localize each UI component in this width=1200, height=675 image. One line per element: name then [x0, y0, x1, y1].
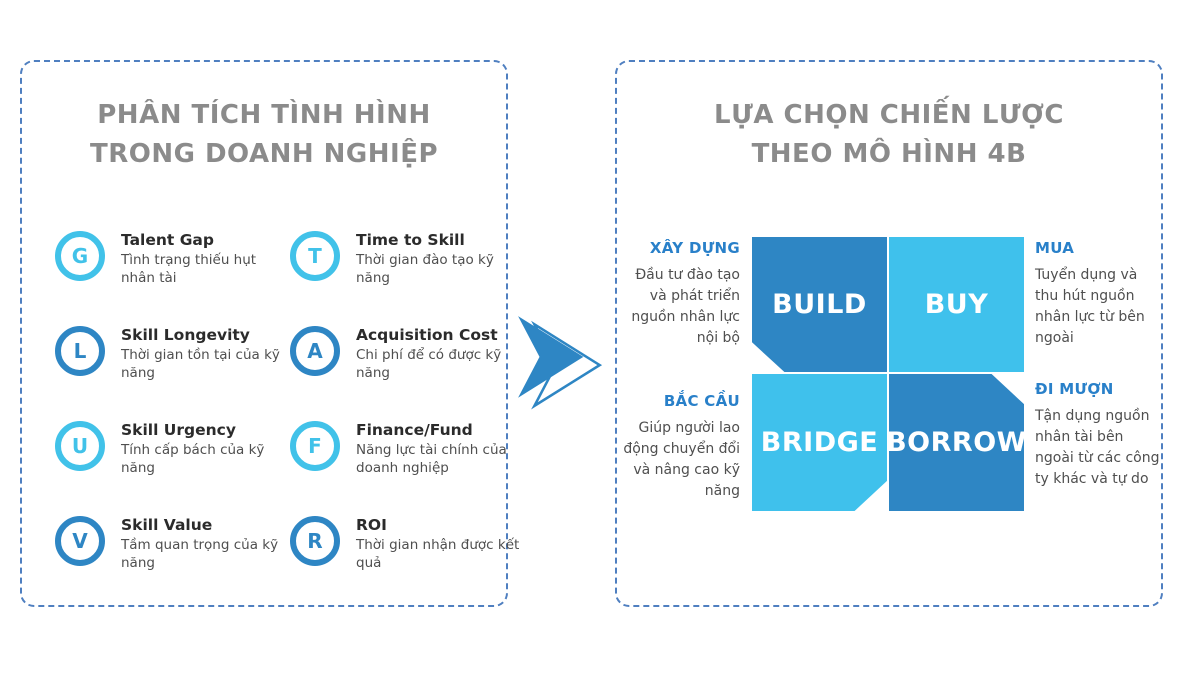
annotation-label: ĐI MƯỢN	[1035, 380, 1114, 398]
letter-badge: R	[290, 516, 340, 566]
legend-item-skill-value: V Skill Value Tầm quan trọng của kỹ năng	[55, 513, 290, 608]
legend-item-acquisition-cost: A Acquisition Cost Chi phí để có được kỹ…	[290, 323, 528, 418]
left-panel-title: PHÂN TÍCH TÌNH HÌNH TRONG DOANH NGHIỆP	[22, 96, 506, 174]
item-desc: Tính cấp bách của kỹ năng	[121, 442, 265, 477]
annotation-desc: Tận dụng nguồn nhân tài bên ngoài từ các…	[1035, 408, 1160, 487]
letter-badge: L	[55, 326, 105, 376]
item-title: Finance/Fund	[356, 421, 473, 439]
letter-badge: A	[290, 326, 340, 376]
quadrant-bridge: BRIDGE	[752, 374, 887, 511]
chevron-right-icon	[518, 316, 603, 410]
item-title: Skill Longevity	[121, 326, 250, 344]
legend-item-roi: R ROI Thời gian nhận được kết quả	[290, 513, 528, 608]
quadrant-buy: BUY	[889, 237, 1024, 372]
annotation-buy: MUA Tuyển dụng và thu hút nguồn nhân lực…	[1035, 239, 1157, 349]
letter-badge: T	[290, 231, 340, 281]
item-title: Skill Urgency	[121, 421, 236, 439]
quadrant-build: BUILD	[752, 237, 887, 372]
item-desc: Năng lực tài chính của doanh nghiệp	[356, 442, 507, 477]
annotation-label: BẮC CẦU	[663, 392, 740, 410]
annotation-desc: Đầu tư đào tạo và phát triển nguồn nhân …	[631, 267, 740, 346]
annotation-bridge: BẮC CẦU Giúp người lao động chuyển đổi v…	[623, 392, 740, 502]
item-desc: Tình trạng thiếu hụt nhân tài	[121, 252, 257, 287]
item-title: ROI	[356, 516, 387, 534]
right-panel-title: LỰA CHỌN CHIẾN LƯỢC THEO MÔ HÌNH 4B	[617, 96, 1161, 174]
item-desc: Thời gian tồn tại của kỹ năng	[121, 347, 280, 382]
factor-list: G Talent Gap Tình trạng thiếu hụt nhân t…	[55, 228, 519, 608]
item-desc: Thời gian nhận được kết quả	[356, 537, 520, 572]
letter-badge: U	[55, 421, 105, 471]
legend-item-skill-urgency: U Skill Urgency Tính cấp bách của kỹ năn…	[55, 418, 290, 513]
annotation-label: XÂY DỰNG	[649, 239, 740, 257]
right-panel-title-line2: THEO MÔ HÌNH 4B	[751, 139, 1027, 169]
item-desc: Thời gian đào tạo kỹ năng	[356, 252, 494, 287]
annotation-desc: Tuyển dụng và thu hút nguồn nhân lực từ …	[1035, 267, 1145, 346]
left-panel-title-line1: PHÂN TÍCH TÌNH HÌNH	[97, 100, 431, 130]
annotation-label: MUA	[1035, 239, 1075, 257]
letter-badge: F	[290, 421, 340, 471]
quadrant-borrow: BORROW	[889, 374, 1024, 511]
legend-item-talent-gap: G Talent Gap Tình trạng thiếu hụt nhân t…	[55, 228, 290, 323]
item-title: Acquisition Cost	[356, 326, 498, 344]
right-panel-title-line1: LỰA CHỌN CHIẾN LƯỢC	[714, 100, 1064, 130]
item-title: Skill Value	[121, 516, 213, 534]
letter-badge: V	[55, 516, 105, 566]
annotation-desc: Giúp người lao động chuyển đổi và nâng c…	[623, 420, 740, 499]
item-title: Time to Skill	[356, 231, 465, 249]
flow-arrow	[514, 310, 616, 412]
strategy-4b-panel: LỰA CHỌN CHIẾN LƯỢC THEO MÔ HÌNH 4B BUIL…	[615, 60, 1163, 607]
4b-matrix: BUILD BUY BRIDGE BORROW	[752, 237, 1024, 511]
annotation-build: XÂY DỰNG Đầu tư đào tạo và phát triển ng…	[623, 239, 740, 349]
letter-badge: G	[55, 231, 105, 281]
annotation-borrow: ĐI MƯỢN Tận dụng nguồn nhân tài bên ngoà…	[1035, 380, 1161, 490]
situation-analysis-panel: PHÂN TÍCH TÌNH HÌNH TRONG DOANH NGHIỆP G…	[20, 60, 519, 608]
legend-item-skill-longevity: L Skill Longevity Thời gian tồn tại của …	[55, 323, 290, 418]
left-panel-title-line2: TRONG DOANH NGHIỆP	[89, 139, 439, 169]
legend-item-finance-fund: F Finance/Fund Năng lực tài chính của do…	[290, 418, 528, 513]
legend-item-time-to-skill: T Time to Skill Thời gian đào tạo kỹ năn…	[290, 228, 528, 323]
item-title: Talent Gap	[121, 231, 214, 249]
item-desc: Chi phí để có được kỹ năng	[356, 347, 502, 382]
item-desc: Tầm quan trọng của kỹ năng	[121, 537, 279, 572]
